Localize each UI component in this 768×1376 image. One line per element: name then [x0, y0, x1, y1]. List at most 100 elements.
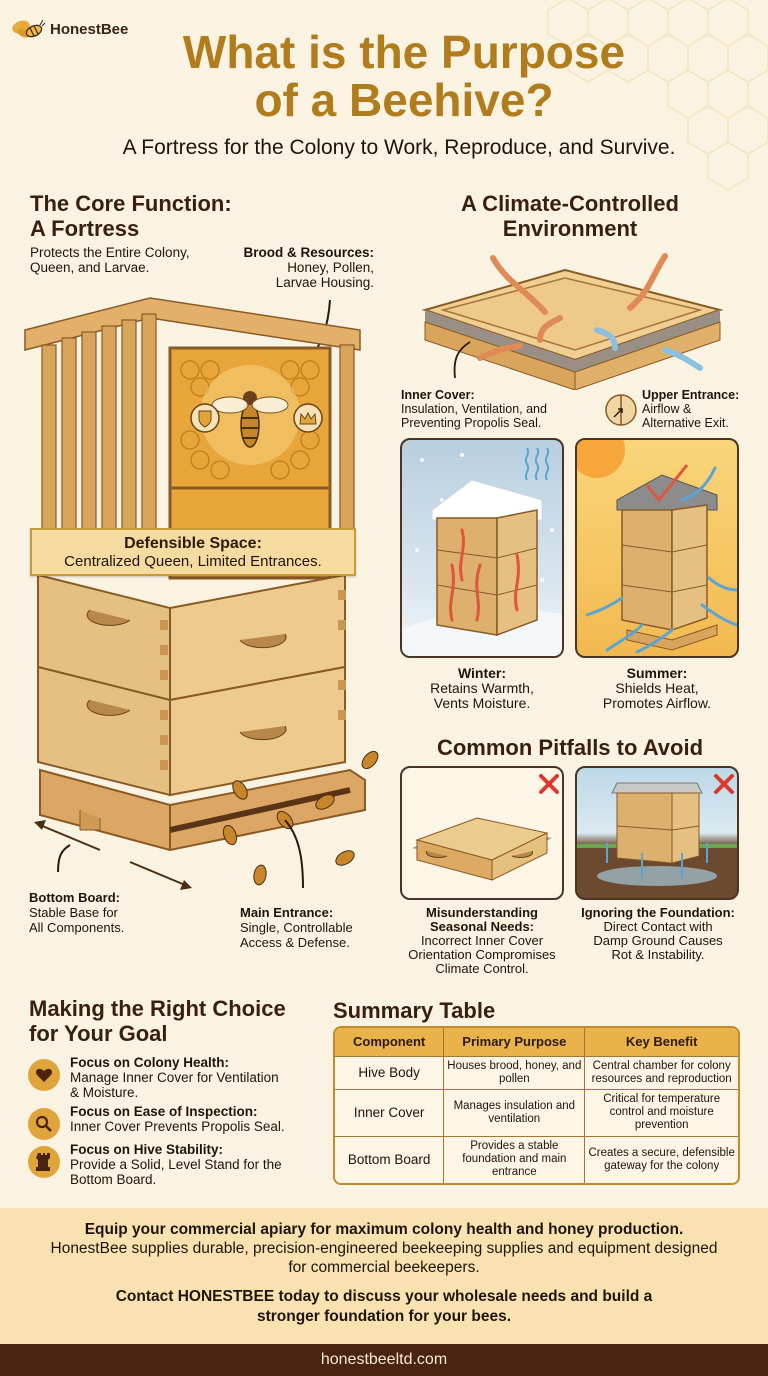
choice-2-title: Focus on Ease of Inspection: — [70, 1104, 258, 1119]
pitfall-card-2 — [575, 766, 739, 900]
climate-heading: A Climate-Controlled Environment — [400, 191, 740, 241]
page-subtitle: A Fortress for the Colony to Work, Repro… — [122, 136, 676, 159]
summary-table: Component Primary Purpose Key Benefit Hi… — [333, 1026, 740, 1185]
pitfall-1-title-line-1: Misunderstanding — [426, 905, 538, 920]
website-link[interactable]: honestbeeltd.com — [320, 1351, 448, 1368]
winter-label: Winter: Retains Warmth, Vents Moisture. — [400, 666, 564, 711]
heart-icon — [28, 1059, 60, 1091]
table-cell: Central chamber for colony resources and… — [584, 1055, 738, 1090]
pitfall-1-line-1: Incorrect Inner Cover — [420, 933, 544, 948]
choice-3-line-2: Bottom Board. — [70, 1172, 157, 1187]
summary-table-heading: Summary Table — [333, 998, 496, 1023]
choice-hive-stability: Focus on Hive Stability: Provide a Solid… — [28, 1142, 282, 1187]
page-title: What is the Purpose of a Beehive? — [0, 28, 768, 124]
pitfall-2-title: Ignoring the Foundation: — [581, 905, 735, 920]
cta-contact-text: Contact HONESTBEE today to discuss your … — [115, 1288, 653, 1325]
upper-entrance-label: Upper Entrance: Airflow & Alternative Ex… — [642, 388, 739, 430]
cta-headline: Equip your commercial apiary for maximum… — [84, 1221, 684, 1238]
bottom-board-line-1: Stable Base for — [29, 905, 118, 920]
pitfall-1-line-2: Orientation Compromises — [408, 947, 556, 962]
summer-line-2: Promotes Airflow. — [602, 695, 712, 711]
heading-line-2: A Fortress — [30, 216, 140, 241]
choice-1-line-2: & Moisture. — [70, 1085, 139, 1100]
heading-line-1: Making the Right Choice — [29, 996, 286, 1021]
column-header: Primary Purpose — [443, 1028, 586, 1056]
table-cell: Inner Cover — [335, 1088, 445, 1137]
brand-name: HonestBee — [50, 20, 129, 38]
cta-description: HonestBee supplies durable, precision-en… — [50, 1240, 718, 1276]
column-header: Component — [335, 1028, 445, 1056]
main-entrance-line-2: Access & Defense. — [240, 935, 350, 950]
inner-cover-line-2: Preventing Propolis Seal. — [401, 416, 542, 430]
brood-title: Brood & Resources: — [243, 245, 374, 260]
table-row: Inner Cover Manages insulation and venti… — [335, 1088, 738, 1137]
table-cell: Creates a secure, defensible gateway for… — [584, 1135, 738, 1183]
beehive-illustration — [24, 297, 379, 890]
choice-colony-health: Focus on Colony Health: Manage Inner Cov… — [28, 1055, 279, 1100]
table-cell: Hive Body — [335, 1055, 445, 1090]
pitfall-label-2: Ignoring the Foundation: Direct Contact … — [565, 906, 751, 962]
winter-hive-illustration — [402, 447, 562, 656]
winter-line-2: Vents Moisture. — [433, 695, 531, 711]
pitfalls-heading: Common Pitfalls to Avoid — [436, 735, 704, 760]
summer-line-1: Shields Heat, — [615, 680, 699, 696]
upper-entrance-title: Upper Entrance: — [642, 388, 740, 402]
x-mark-icon — [714, 774, 734, 794]
x-mark-icon — [539, 774, 559, 794]
brood-line-1: Honey, Pollen, — [287, 260, 374, 275]
heading-line-2: Environment — [502, 216, 638, 241]
brood-line-2: Larvae Housing. — [275, 275, 374, 290]
brand-logo[interactable]: HonestBee — [12, 18, 128, 40]
winter-line-1: Retains Warmth, — [430, 680, 534, 696]
pitfall-2-line-1: Direct Contact with — [603, 919, 713, 934]
inner-cover-label: Inner Cover: Insulation, Ventilation, an… — [401, 388, 547, 430]
core-function-description: Protects the Entire Colony, Queen, and L… — [30, 245, 190, 275]
choice-1-line-1: Manage Inner Cover for Ventilation — [70, 1070, 279, 1085]
table-cell: Provides a stable foundation and main en… — [443, 1135, 586, 1183]
bottom-board-title: Bottom Board: — [29, 890, 120, 905]
upper-entrance-icon — [605, 394, 637, 426]
summer-card — [575, 438, 739, 658]
pitfall-1-title-line-2: Seasonal Needs: — [429, 919, 535, 934]
choice-ease-of-inspection: Focus on Ease of Inspection: Inner Cover… — [28, 1104, 285, 1140]
bottom-board-label: Bottom Board: Stable Base for All Compon… — [29, 890, 124, 935]
main-entrance-label: Main Entrance: Single, Controllable Acce… — [240, 905, 353, 950]
inner-cover-pitfall-illustration — [412, 774, 559, 881]
defensible-text: Centralized Queen, Limited Entrances. — [64, 553, 322, 570]
table-header-row: Component Primary Purpose Key Benefit — [335, 1028, 738, 1056]
damp-ground-pitfall-illustration — [577, 774, 737, 898]
summer-label: Summer: Shields Heat, Promotes Airflow. — [575, 666, 739, 711]
desc-line-2: Queen, and Larvae. — [30, 260, 150, 275]
table-cell: Bottom Board — [335, 1135, 445, 1183]
upper-entrance-line-1: Airflow & — [642, 402, 692, 416]
inner-cover-line-1: Insulation, Ventilation, and — [401, 402, 547, 416]
heading-line-1: A Climate-Controlled — [461, 191, 679, 216]
table-cell: Manages insulation and ventilation — [443, 1088, 586, 1137]
bee-icon — [12, 19, 46, 38]
column-header: Key Benefit — [584, 1028, 738, 1056]
choice-1-title: Focus on Colony Health: — [70, 1055, 230, 1070]
choice-3-line-1: Provide a Solid, Level Stand for the — [70, 1157, 282, 1172]
tower-icon — [28, 1146, 60, 1178]
summer-hive-illustration — [577, 440, 737, 654]
pitfall-2-line-2: Damp Ground Causes — [593, 933, 723, 948]
pitfall-1-line-3: Climate Control. — [435, 961, 529, 976]
pitfall-card-1 — [400, 766, 564, 900]
table-cell: Critical for temperature control and moi… — [584, 1088, 738, 1137]
table-cell: Houses brood, honey, and pollen — [443, 1055, 586, 1090]
pitfall-label-1: Misunderstanding Seasonal Needs: Incorre… — [388, 906, 576, 976]
choice-3-title: Focus on Hive Stability: — [70, 1142, 224, 1157]
defensible-title: Defensible Space: — [124, 535, 262, 552]
winter-title: Winter: — [457, 665, 507, 681]
desc-line-1: Protects the Entire Colony, — [30, 245, 190, 260]
winter-card — [400, 438, 564, 658]
title-line-1: What is the Purpose — [182, 26, 626, 78]
choice-2-line-1: Inner Cover Prevents Propolis Seal. — [70, 1119, 285, 1134]
magnifier-icon — [28, 1108, 60, 1140]
main-entrance-title: Main Entrance: — [240, 905, 334, 920]
title-line-2: of a Beehive? — [254, 74, 554, 126]
main-entrance-line-1: Single, Controllable — [240, 920, 353, 935]
upper-entrance-line-2: Alternative Exit. — [642, 416, 729, 430]
call-to-action-band: Equip your commercial apiary for maximum… — [0, 1208, 768, 1344]
